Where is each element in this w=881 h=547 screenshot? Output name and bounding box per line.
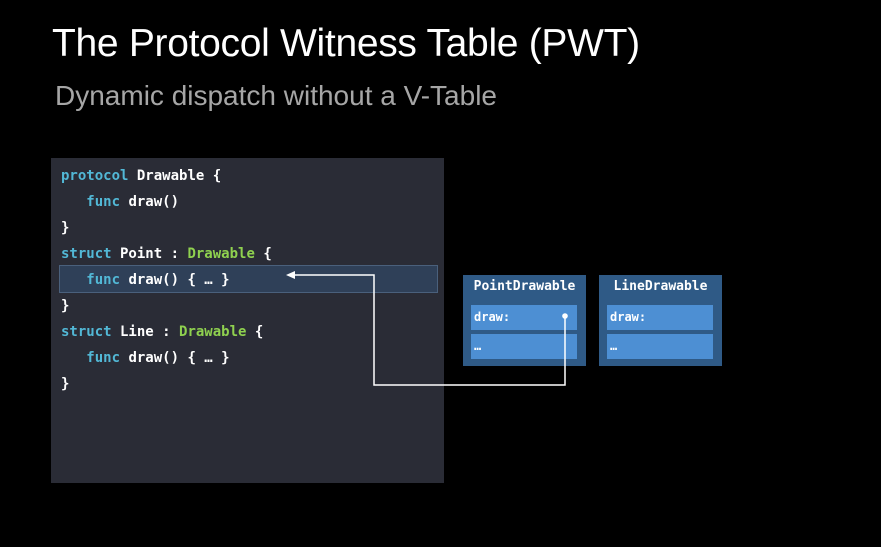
keyword-token: struct xyxy=(61,246,112,262)
code-line-6: } xyxy=(61,298,70,314)
code-line-4: struct Point : Drawable { xyxy=(61,246,272,262)
witness-table-entry-draw: draw: xyxy=(471,305,577,330)
witness-table-title: LineDrawable xyxy=(613,279,708,294)
code-line-9: } xyxy=(61,376,70,392)
keyword-token: protocol xyxy=(61,168,129,184)
code-line-7: struct Line : Drawable { xyxy=(61,324,264,340)
type-token: Drawable xyxy=(187,246,255,262)
keyword-token: func xyxy=(86,272,121,288)
witness-table-entry-draw: draw: xyxy=(607,305,713,330)
witness-table-entry-more: … xyxy=(607,334,713,359)
arrowhead-icon xyxy=(286,271,295,279)
keyword-token: func xyxy=(86,350,121,366)
keyword-token: struct xyxy=(61,324,112,340)
witness-table-entry-more: … xyxy=(471,334,577,359)
dispatch-connector-line xyxy=(292,274,566,386)
highlighted-code-line xyxy=(59,265,438,293)
code-panel: protocol Drawable { func draw() } struct… xyxy=(51,158,444,483)
code-line-2: func draw() xyxy=(86,194,180,210)
witness-table-title: PointDrawable xyxy=(473,279,576,294)
slide-subtitle: Dynamic dispatch without a V-Table xyxy=(55,80,497,111)
line-drawable-witness-table: LineDrawable draw: … xyxy=(599,275,722,366)
slide-title: The Protocol Witness Table (PWT) xyxy=(52,22,640,65)
type-token: Drawable xyxy=(179,324,247,340)
keyword-token: func xyxy=(86,194,121,210)
code-line-5: func draw() { … } xyxy=(86,272,230,288)
code-line-3: } xyxy=(61,220,70,236)
code-line-8: func draw() { … } xyxy=(86,350,230,366)
code-line-1: protocol Drawable { xyxy=(61,168,222,184)
pointer-dot-icon xyxy=(562,313,568,319)
